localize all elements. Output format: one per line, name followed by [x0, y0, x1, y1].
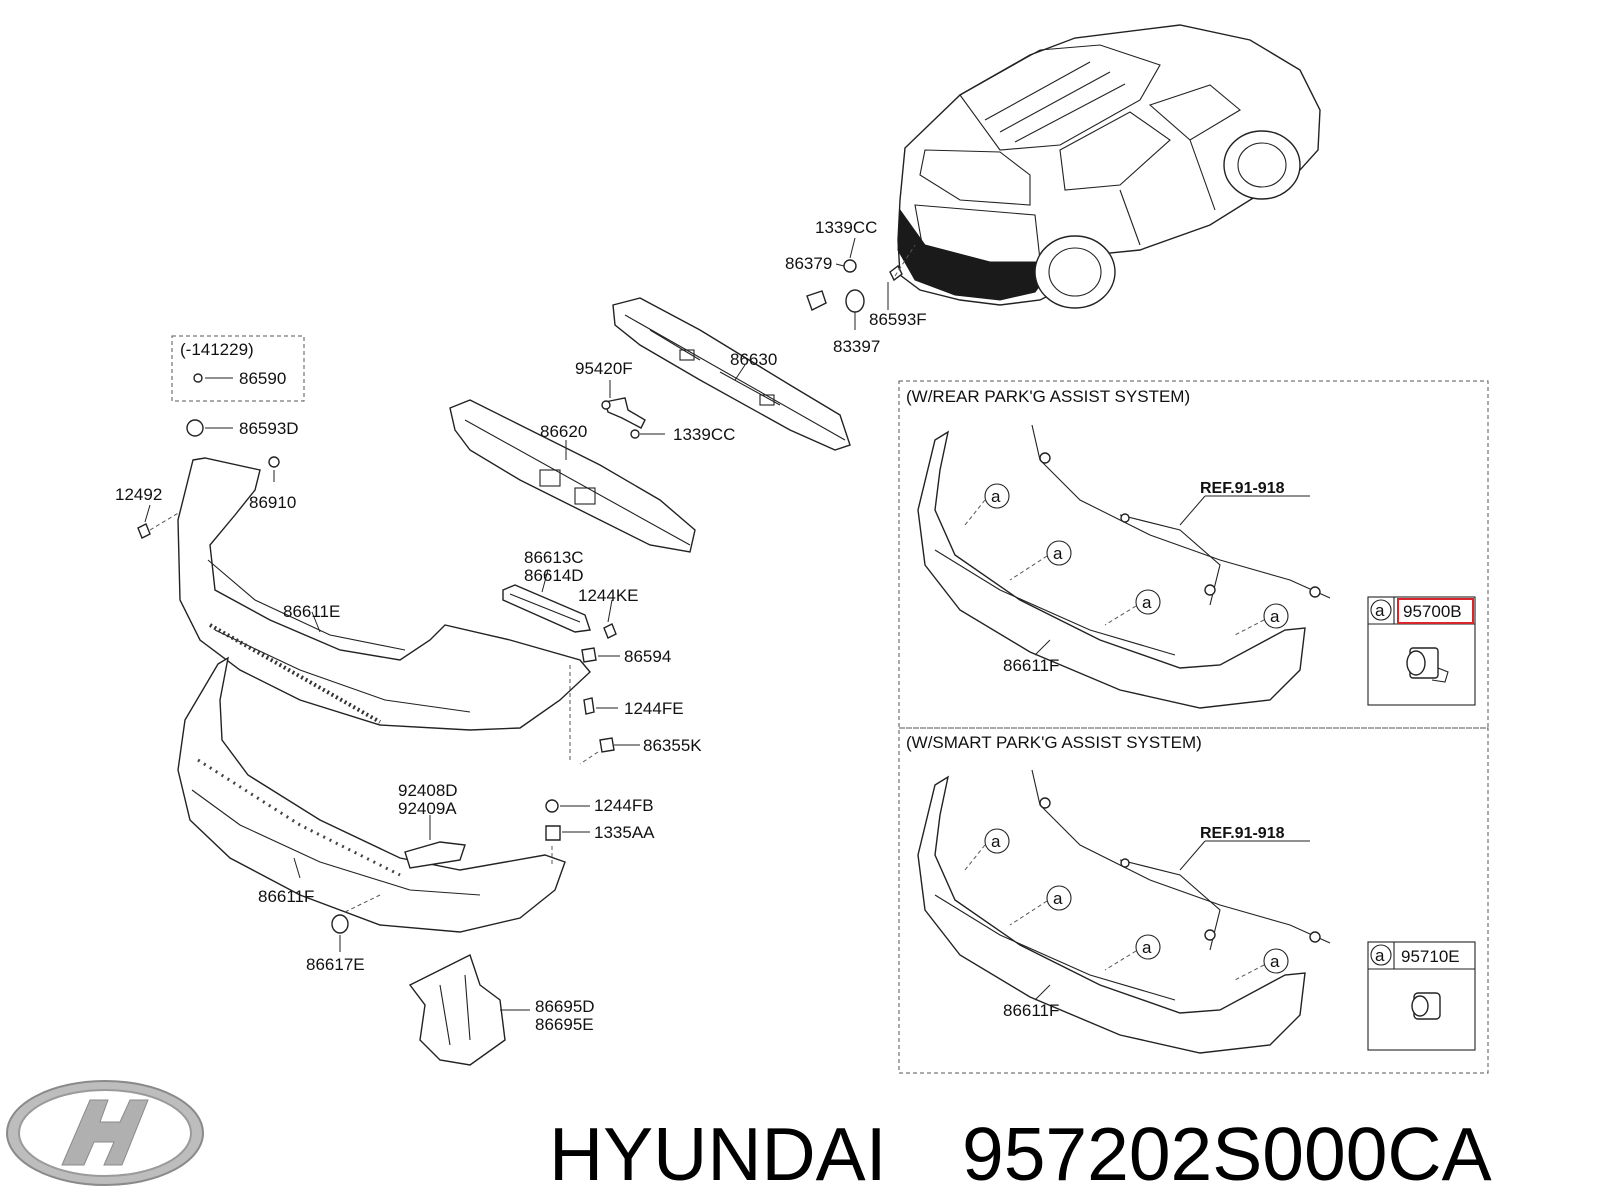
box-rear-title: (W/REAR PARK'G ASSIST SYSTEM): [906, 387, 1190, 406]
callout-86593D: 86593D: [239, 419, 299, 438]
variant-box-141229: [171, 335, 305, 402]
callout-86611F: 86611F: [258, 887, 314, 906]
marker-a: a: [991, 487, 1001, 506]
marker-a: a: [1375, 601, 1385, 620]
cap-86617E: [331, 914, 349, 934]
box-smart-bumper: 86611F: [1003, 1001, 1059, 1020]
callout-86620: 86620: [540, 422, 587, 441]
box-rear-ref: REF.91-918: [1200, 480, 1285, 497]
smart-park-assist-box: [898, 727, 1489, 1074]
callout-86593F: 86593F: [869, 310, 927, 329]
box-smart-ref: REF.91-918: [1200, 825, 1285, 842]
callout-86594: 86594: [624, 647, 671, 666]
highlight-frame: [1397, 598, 1474, 624]
parking-sensor-icon: [1406, 647, 1449, 683]
callout-1335AA: 1335AA: [594, 823, 655, 842]
sensor-95700B: 95700B: [1403, 602, 1462, 621]
clips-1244FB: [545, 799, 590, 865]
energy-absorber-86620: [449, 399, 696, 553]
marker-a: a: [1053, 889, 1063, 908]
callout-86617E: 86617E: [306, 955, 365, 974]
callout-86630: 86630: [730, 350, 777, 369]
callout-86355K: 86355K: [643, 736, 702, 755]
marker-a: a: [1270, 607, 1280, 626]
callout-95420F: 95420F: [575, 359, 633, 378]
marker-a: a: [1375, 946, 1385, 965]
hyundai-logo-icon: [6, 1080, 204, 1186]
parking-sensor-icon: [1411, 992, 1441, 1020]
callout-86695E: 86695E: [535, 1015, 594, 1034]
callout-86590: 86590: [239, 369, 286, 388]
callout-86611E: 86611E: [283, 602, 340, 621]
callout-labels: 1339CC 86379 86593F 83397 95420F 86630 1…: [115, 218, 1462, 1034]
callout-1339CC-top: 1339CC: [815, 218, 877, 237]
bumper-cover-86611E: [177, 457, 591, 731]
lower-bumper-86611F-main: [177, 656, 566, 933]
back-beam-86630: [612, 297, 851, 451]
callout-92409A: 92409A: [398, 799, 457, 818]
callout-86910: 86910: [249, 493, 296, 512]
callout-86695D: 86695D: [535, 997, 595, 1016]
callout-92408D: 92408D: [398, 781, 458, 800]
callout-1339CC-mid: 1339CC: [673, 425, 735, 444]
sensor-95710E: 95710E: [1401, 947, 1460, 966]
small-parts-group-top: [806, 237, 916, 330]
bracket-95420F: [601, 380, 665, 439]
reflector-92408D: [404, 815, 466, 869]
marker-a: a: [1270, 952, 1280, 971]
marker-a: a: [1053, 544, 1063, 563]
box-rear-bumper: 86611F: [1003, 656, 1059, 675]
callout-141229: (-141229): [180, 340, 254, 359]
fasteners-right: [569, 599, 640, 765]
vehicle-illustration-icon: [897, 24, 1321, 309]
callout-1244FB: 1244FB: [594, 796, 654, 815]
callout-12492: 12492: [115, 485, 162, 504]
part-number: 957202S000CA: [962, 1112, 1492, 1196]
callout-1244FE: 1244FE: [624, 699, 684, 718]
rear-park-assist-box: [898, 380, 1489, 729]
callout-86614D: 86614D: [524, 566, 584, 585]
mud-guard-86695D: [408, 954, 530, 1066]
callout-86613C: 86613C: [524, 548, 584, 567]
callout-86379: 86379: [785, 254, 832, 273]
marker-a: a: [991, 832, 1001, 851]
marker-a: a: [1142, 593, 1152, 612]
box-smart-title: (W/SMART PARK'G ASSIST SYSTEM): [906, 733, 1202, 752]
bracket-86613C: [502, 569, 591, 633]
callout-83397: 83397: [833, 337, 880, 356]
brand-name: HYUNDAI: [549, 1112, 887, 1196]
marker-a: a: [1142, 938, 1152, 957]
callout-1244KE: 1244KE: [578, 586, 639, 605]
